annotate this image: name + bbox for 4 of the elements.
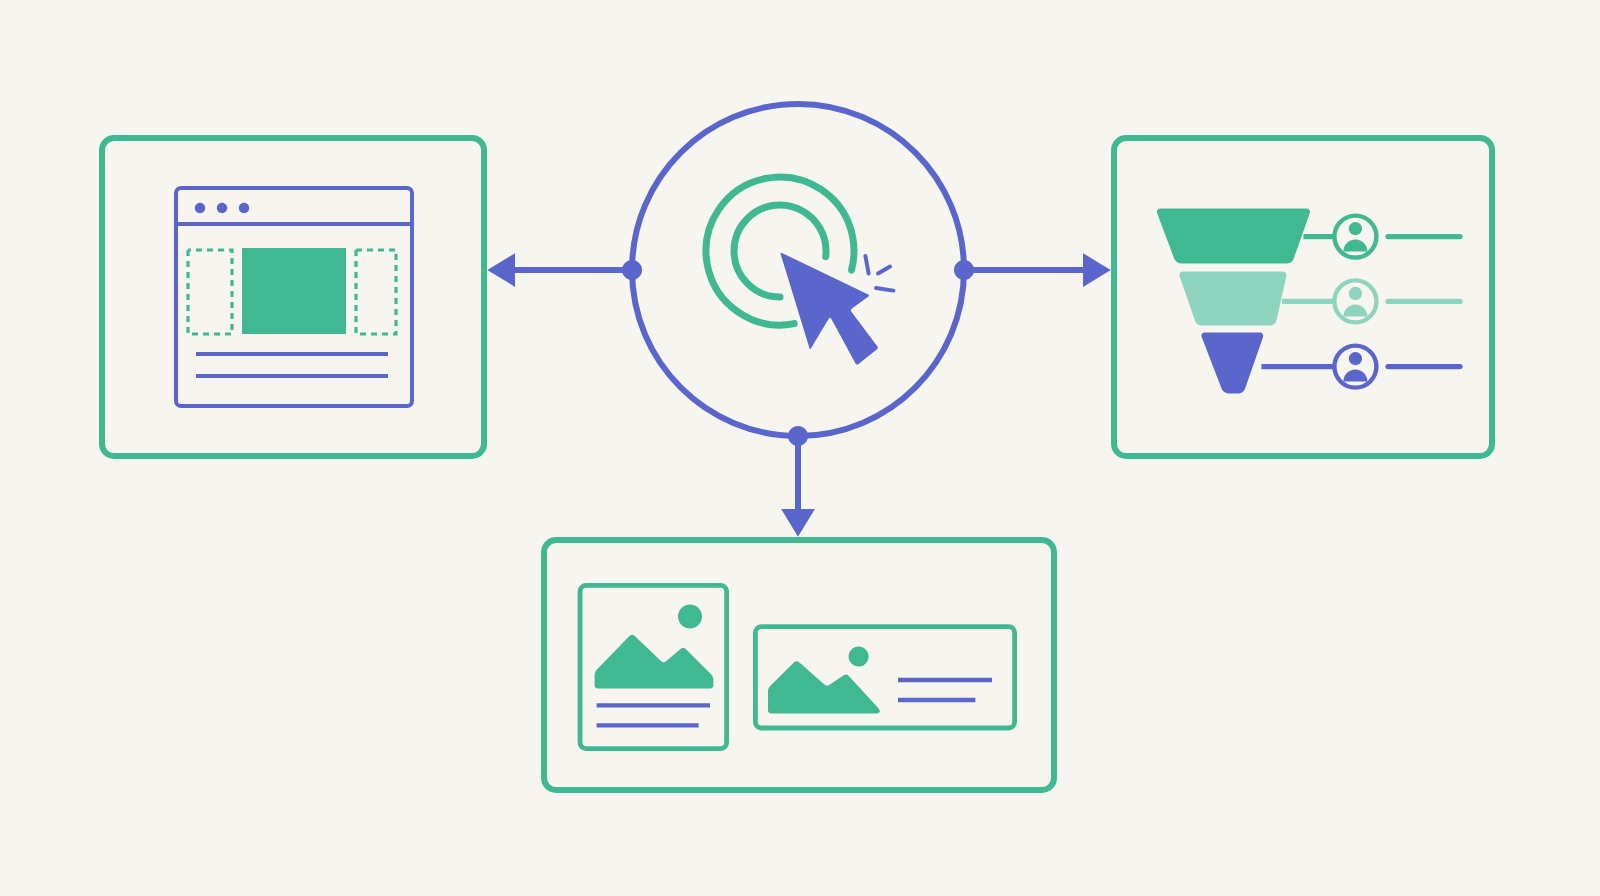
rounded-box <box>1111 135 1495 459</box>
rounded-box <box>99 135 487 459</box>
central-circle <box>629 101 967 439</box>
rounded-box <box>541 537 1057 793</box>
